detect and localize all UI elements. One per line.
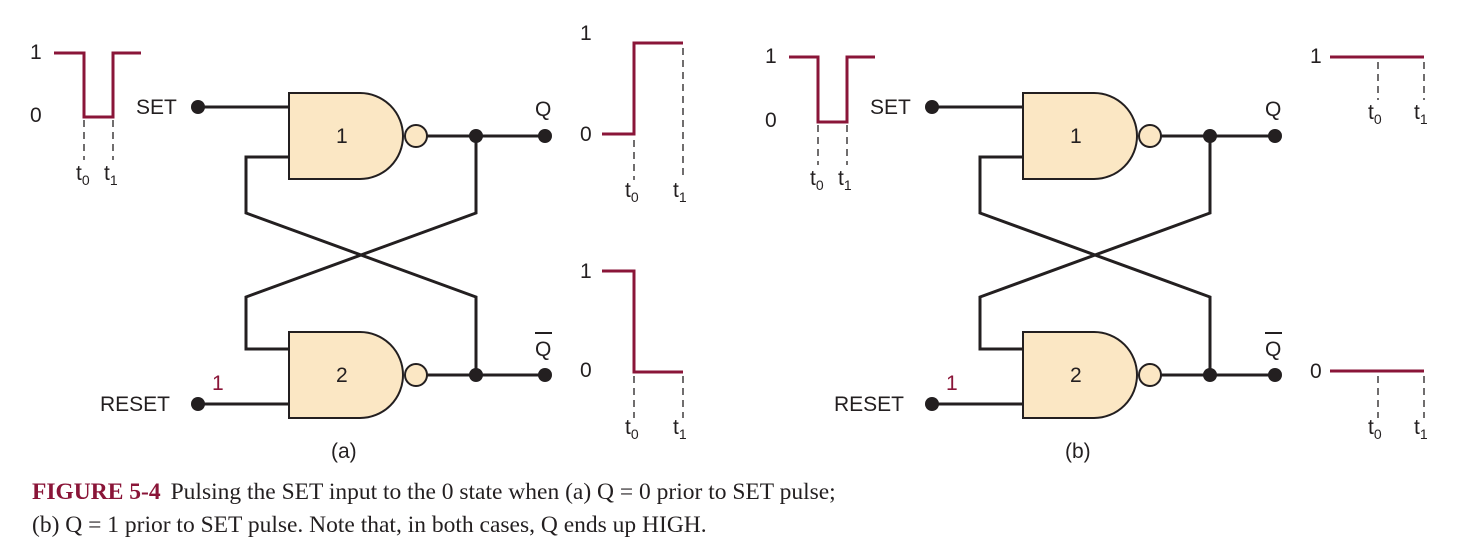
q-output-label-a: Q: [535, 98, 551, 121]
qbar-junction-a: [469, 368, 483, 382]
reset-input-label-b: RESET: [834, 393, 904, 416]
qbar-trace-a: [602, 269, 683, 374]
feedback-q-to-gate2-b: [978, 136, 1212, 351]
reset-level-b: 1: [946, 372, 958, 395]
q-waveform-b: 1 t0 t1: [1310, 45, 1428, 127]
qbar-terminal-a: [538, 368, 552, 382]
feedback-q-to-gate2-a: [244, 136, 478, 351]
caption-line-2: (b) Q = 1 prior to SET pulse. Note that,…: [32, 512, 707, 538]
gate1-number-a: 1: [336, 125, 348, 148]
nand-gate-2-a: [288, 331, 404, 419]
qbar-wave-low-label-b: 0: [1310, 360, 1322, 383]
t0-label-b: t0: [810, 167, 824, 193]
q-junction-a: [469, 129, 483, 143]
qbar-terminal-b: [1268, 368, 1282, 382]
set-wave-low-label-b: 0: [765, 109, 777, 132]
gate2-inverter-bubble-b: [1138, 363, 1162, 387]
qbar-waveform-a: 1 0 t0 t1: [580, 260, 687, 442]
q-trace-a: [602, 41, 683, 136]
q-wave-high-label-b: 1: [1310, 45, 1322, 68]
t0-label-a: t0: [76, 162, 90, 188]
q-t1-label-a: t1: [673, 179, 687, 205]
gate2-number-b: 2: [1070, 364, 1082, 387]
t1-label-b: t1: [838, 167, 852, 193]
nand-gate-1-a: [288, 92, 404, 180]
set-input-label-a: SET: [136, 96, 177, 119]
qbar-t1-label-a: t1: [673, 416, 687, 442]
gate1-inverter-bubble-b: [1138, 124, 1162, 148]
nand-gate-1-b: [1022, 92, 1138, 180]
q-terminal-a: [538, 129, 552, 143]
set-wave-high-label-a: 1: [30, 41, 42, 64]
latch-figure: 1 0 t0 t1 SET RESET 1 1 Q 2: [30, 22, 1428, 463]
gate2-inverter-bubble-a: [404, 363, 428, 387]
caption-line-1: FIGURE 5-4 Pulsing the SET input to the 0…: [32, 476, 1452, 509]
qbar-t0-label-a: t0: [625, 416, 639, 442]
gate2-number-a: 2: [336, 364, 348, 387]
feedback-qbar-to-gate1-a: [244, 155, 478, 375]
panel-a-label: (a): [331, 440, 357, 463]
t1-label-a: t1: [104, 162, 118, 188]
figure-number: FIGURE 5-4: [32, 479, 161, 505]
set-input-label-b: SET: [870, 96, 911, 119]
qbar-junction-b: [1203, 368, 1217, 382]
set-wave-low-label-a: 0: [30, 104, 42, 127]
figure-caption: FIGURE 5-4 Pulsing the SET input to the 0…: [32, 476, 1452, 542]
caption-text-1: Pulsing the SET input to the 0 state whe…: [170, 479, 836, 505]
q-wave-high-label-a: 1: [580, 22, 592, 45]
set-pulse-trace-a: [54, 51, 141, 119]
qbar-wave-low-label-a: 0: [580, 359, 592, 382]
qbar-t0-label-b: t0: [1368, 416, 1382, 442]
q-wave-low-label-a: 0: [580, 123, 592, 146]
q-output-label-b: Q: [1265, 98, 1281, 121]
qbar-t1-label-b: t1: [1414, 416, 1428, 442]
set-waveform-a: 1 0 t0 t1: [30, 41, 141, 188]
gate1-inverter-bubble-a: [404, 124, 428, 148]
panel-b-label: (b): [1065, 440, 1091, 463]
q-t1-label-b: t1: [1414, 101, 1428, 127]
q-terminal-b: [1268, 129, 1282, 143]
qbar-wave-high-label-a: 1: [580, 260, 592, 283]
q-junction-b: [1203, 129, 1217, 143]
q-t0-label-b: t0: [1368, 101, 1382, 127]
reset-input-label-a: RESET: [100, 393, 170, 416]
qbar-output-label-a: Q: [535, 338, 551, 361]
q-t0-label-a: t0: [625, 179, 639, 205]
reset-level-a: 1: [212, 372, 224, 395]
nand-gate-2-b: [1022, 331, 1138, 419]
gate1-number-b: 1: [1070, 125, 1082, 148]
qbar-waveform-b: 0 t0 t1: [1310, 360, 1428, 442]
feedback-qbar-to-gate1-b: [978, 155, 1212, 375]
panel-a: 1 0 t0 t1 SET RESET 1 1 Q 2: [30, 22, 687, 463]
set-waveform-b: 1 0 t0 t1: [765, 45, 875, 193]
q-waveform-a: 1 0 t0 t1: [580, 22, 687, 205]
set-pulse-trace-b: [789, 55, 875, 124]
qbar-output-label-b: Q: [1265, 338, 1281, 361]
set-wave-high-label-b: 1: [765, 45, 777, 68]
panel-b: 1 0 t0 t1 SET RESET 1 1 Q 2 Q: [765, 45, 1428, 463]
